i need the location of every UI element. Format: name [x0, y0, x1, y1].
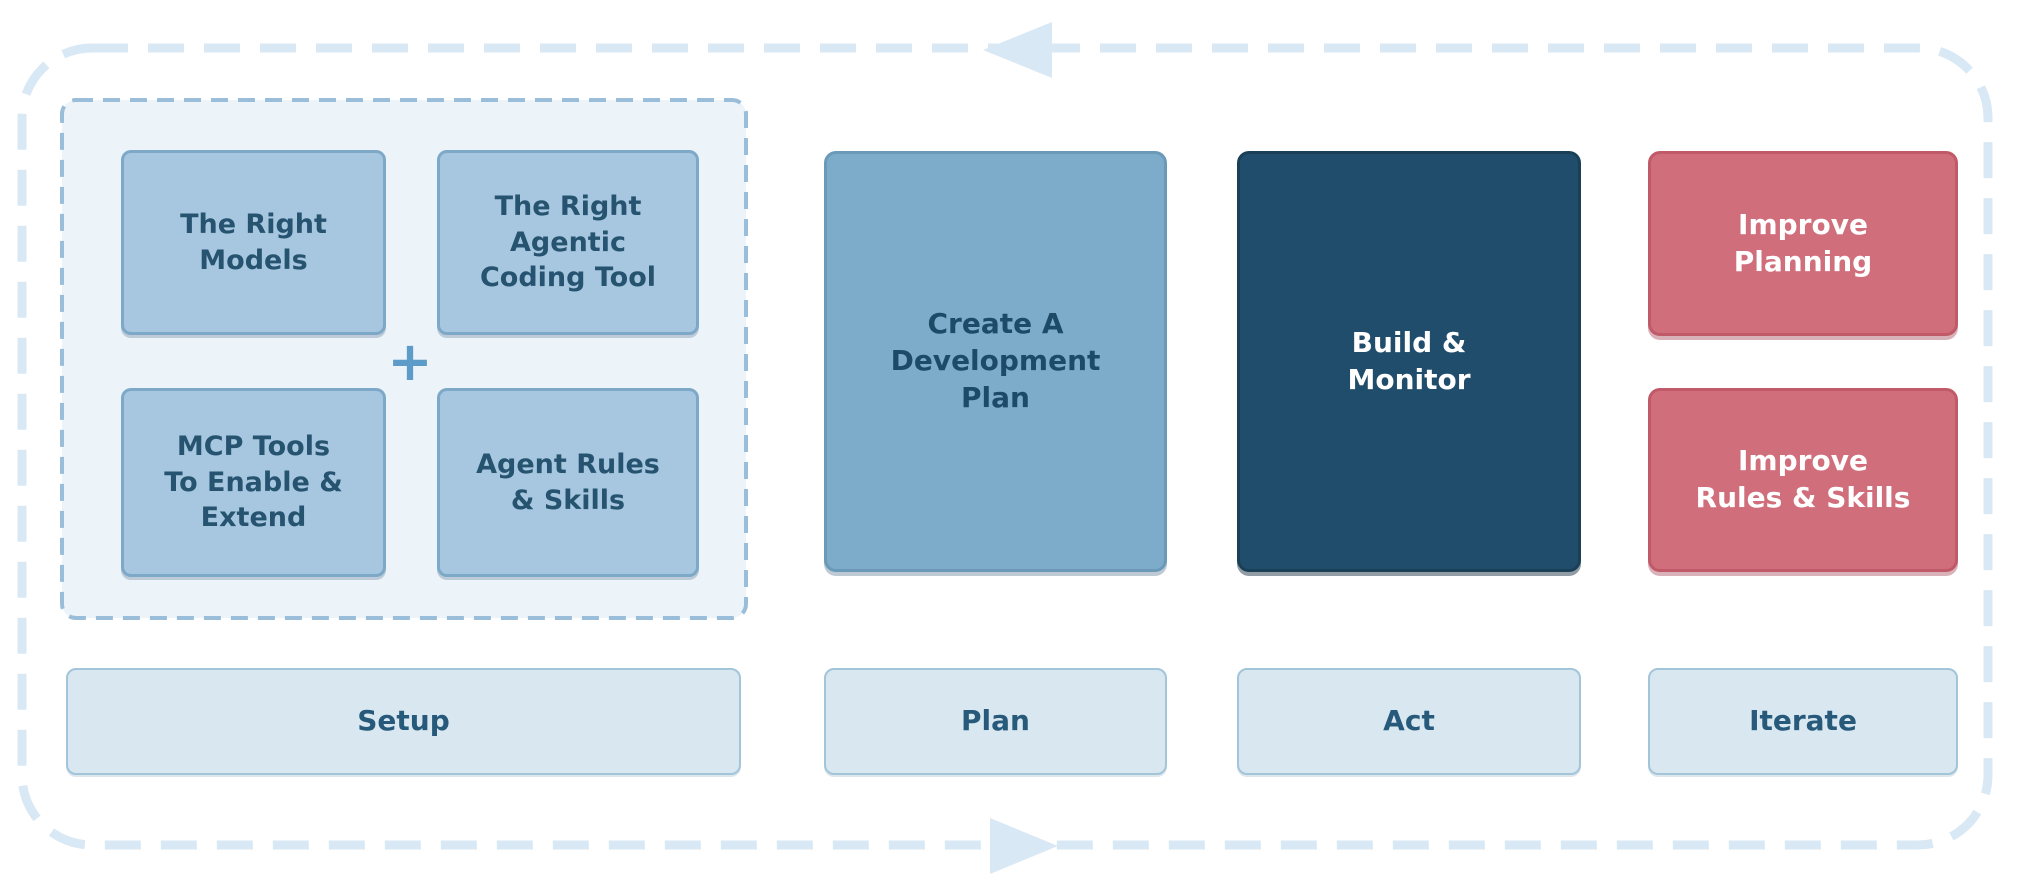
cycle-arrow-left-icon	[983, 22, 1052, 78]
box-label: Agent Rules & Skills	[476, 448, 660, 516]
cycle-arrow-right-icon	[990, 818, 1058, 874]
box-the-right-agentic-coding-tool: The Right Agentic Coding Tool	[437, 150, 699, 335]
stage-label-act: Act	[1237, 668, 1581, 775]
box-label: Build & Monitor	[1347, 325, 1471, 396]
stage-label-plan: Plan	[824, 668, 1167, 775]
box-the-right-models: The Right Models	[121, 150, 386, 335]
stage-label-setup: Setup	[66, 668, 741, 775]
box-mcp-tools-to-enable-extend: MCP Tools To Enable & Extend	[121, 388, 386, 577]
box-build-and-monitor: Build & Monitor	[1237, 151, 1581, 572]
plus-icon: +	[387, 330, 433, 393]
stage-label-iterate: Iterate	[1648, 668, 1958, 775]
box-improve-planning: Improve Planning	[1648, 151, 1958, 336]
box-label: Improve Rules & Skills	[1695, 444, 1911, 514]
box-agent-rules-skills: Agent Rules & Skills	[437, 388, 699, 577]
box-label: The Right Models	[180, 208, 327, 276]
stage-label-text: Act	[1383, 704, 1435, 738]
stage-label-text: Iterate	[1749, 704, 1857, 738]
box-label: The Right Agentic Coding Tool	[479, 191, 657, 294]
box-improve-rules-skills: Improve Rules & Skills	[1648, 388, 1958, 572]
box-create-a-development-plan: Create A Development Plan	[824, 151, 1167, 572]
box-label: Improve Planning	[1733, 207, 1873, 278]
stage-label-text: Setup	[357, 704, 450, 738]
box-label: MCP Tools To Enable & Extend	[164, 431, 343, 534]
stage-label-text: Plan	[961, 704, 1030, 738]
box-label: Create A Development Plan	[890, 307, 1101, 414]
